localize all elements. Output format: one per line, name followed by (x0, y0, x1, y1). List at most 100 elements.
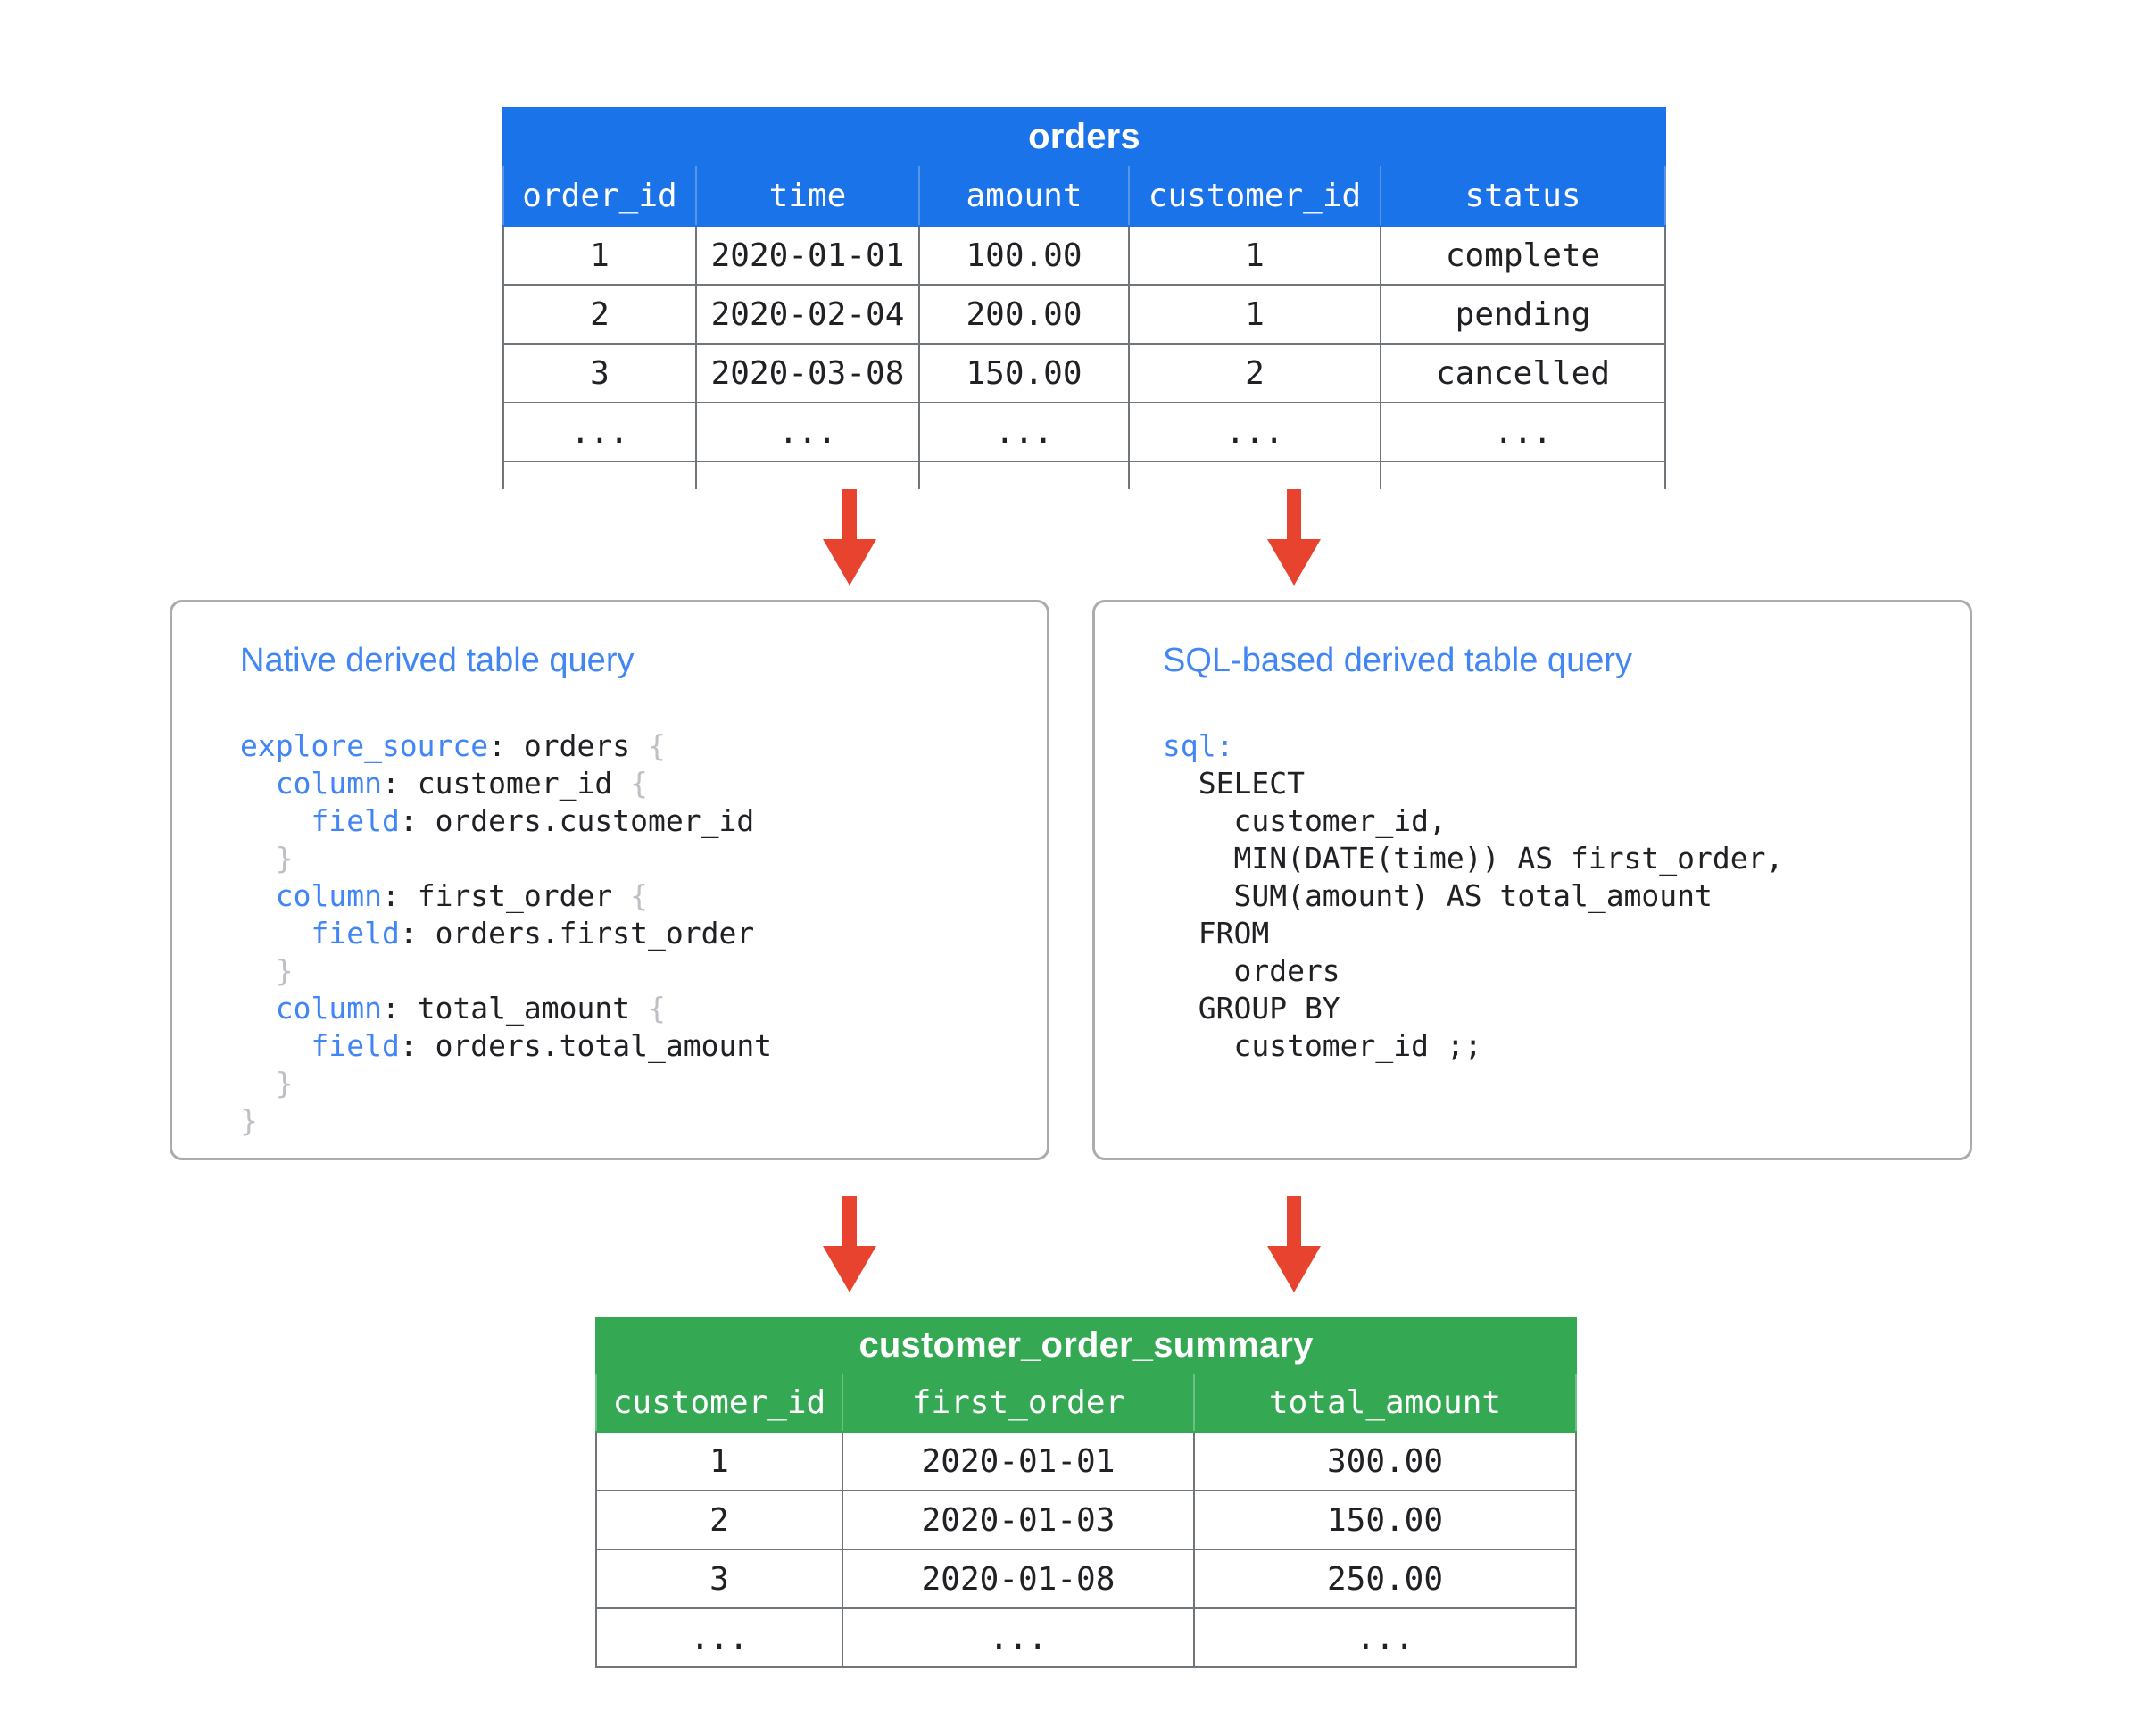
cell-total-amount: 300.00 (1193, 1431, 1577, 1491)
table-row: 1 2020-01-01 100.00 1 complete (502, 225, 1667, 286)
cell-ellipsis: ... (1128, 402, 1381, 462)
code-line: } (240, 1102, 772, 1140)
cell-order-id: 1 (502, 225, 697, 286)
code-keyword: field (311, 803, 400, 838)
code-line: } (240, 952, 772, 990)
code-text: : orders.first_order (399, 916, 755, 951)
column-header-time: time (695, 164, 920, 227)
code-brace: { (647, 728, 666, 763)
cell-customer-id: 1 (1128, 225, 1381, 286)
code-line: customer_id ;; (1163, 1027, 1783, 1065)
cell-customer-id: 3 (595, 1549, 843, 1609)
code-line: GROUP BY (1163, 990, 1783, 1027)
orders-table-title-row: orders (502, 107, 1667, 166)
code-text (240, 1028, 311, 1063)
cell-customer-id: 1 (1128, 284, 1381, 345)
customer-order-summary-table: customer_order_summary customer_id first… (595, 1317, 1577, 1668)
cell-order-id: 2 (502, 284, 697, 345)
cell-order-id: 3 (502, 343, 697, 403)
orders-table-body: 1 2020-01-01 100.00 1 complete 2 2020-02… (502, 225, 1667, 489)
code-line: explore_source: orders { (240, 727, 772, 765)
code-text (240, 803, 311, 838)
cell-ellipsis: ... (918, 402, 1130, 462)
code-line: field: orders.customer_id (240, 802, 772, 840)
down-arrow-icon (823, 489, 876, 586)
code-line: column: customer_id { (240, 765, 772, 802)
code-brace: } (275, 953, 294, 988)
code-text: customer_id ;; (1163, 1028, 1482, 1063)
code-text: MIN(DATE(time)) AS first_order, (1163, 841, 1784, 876)
table-row: 3 2020-01-08 250.00 (595, 1549, 1577, 1609)
code-keyword: : (1215, 728, 1234, 763)
cell-total-amount: 250.00 (1193, 1549, 1577, 1609)
code-brace: } (240, 1103, 258, 1138)
code-brace: { (630, 766, 648, 801)
cell-empty (1128, 461, 1381, 489)
cell-customer-id: 2 (595, 1490, 843, 1550)
native-card-title: Native derived table query (240, 642, 635, 679)
code-keyword: column (275, 991, 382, 1026)
code-line: } (240, 840, 772, 877)
table-row: 2 2020-01-03 150.00 (595, 1490, 1577, 1550)
code-keyword: column (275, 766, 382, 801)
code-text (240, 991, 276, 1026)
cell-time: 2020-02-04 (695, 284, 920, 345)
code-text: SELECT (1163, 766, 1305, 801)
cell-time: 2020-01-01 (695, 225, 920, 286)
cell-amount: 100.00 (918, 225, 1130, 286)
code-text: : first_order (381, 878, 631, 913)
cell-first-order: 2020-01-08 (842, 1549, 1195, 1609)
cell-status: cancelled (1379, 343, 1667, 403)
cell-empty (1379, 461, 1667, 489)
code-line: FROM (1163, 915, 1783, 952)
column-header-amount: amount (918, 164, 1130, 227)
code-text: : customer_id (381, 766, 631, 801)
code-line: SUM(amount) AS total_amount (1163, 877, 1783, 915)
cell-ellipsis: ... (502, 402, 697, 462)
column-header-customer-id: customer_id (1128, 164, 1381, 227)
code-text (240, 841, 276, 876)
down-arrow-icon (1267, 1196, 1321, 1292)
orders-table-header-row: order_id time amount customer_id status (502, 164, 1667, 227)
code-line: orders (1163, 952, 1783, 990)
cell-first-order: 2020-01-03 (842, 1490, 1195, 1550)
table-row: 1 2020-01-01 300.00 (595, 1431, 1577, 1491)
cell-ellipsis: ... (1193, 1607, 1577, 1668)
code-line: column: total_amount { (240, 990, 772, 1027)
code-brace: } (275, 1066, 294, 1101)
code-text: GROUP BY (1163, 991, 1340, 1026)
code-line: SELECT (1163, 765, 1783, 802)
code-text: : orders.customer_id (399, 803, 755, 838)
code-text (240, 878, 276, 913)
code-text (240, 953, 276, 988)
cell-empty (502, 461, 697, 489)
sql-derived-table-card: SQL-based derived table query sql: SELEC… (1092, 600, 1972, 1160)
summary-table-body: 1 2020-01-01 300.00 2 2020-01-03 150.00 … (595, 1431, 1577, 1668)
native-derived-table-card: Native derived table query explore_sourc… (170, 600, 1049, 1160)
code-line: field: orders.first_order (240, 915, 772, 952)
down-arrow-icon (823, 1196, 876, 1292)
column-header-customer-id: customer_id (595, 1372, 843, 1433)
orders-source-table: orders order_id time amount customer_id … (502, 107, 1667, 489)
cell-amount: 150.00 (918, 343, 1130, 403)
code-text (240, 766, 276, 801)
sql-code-block: sql: SELECT customer_id, MIN(DATE(time))… (1163, 727, 1783, 1065)
code-text: : total_amount (381, 991, 648, 1026)
code-keyword: column (275, 878, 382, 913)
code-text: SUM(amount) AS total_amount (1163, 878, 1713, 913)
cell-ellipsis: ... (1379, 402, 1667, 462)
code-text: : orders (488, 728, 648, 763)
cell-ellipsis: ... (842, 1607, 1195, 1668)
cell-customer-id: 2 (1128, 343, 1381, 403)
cell-time: 2020-03-08 (695, 343, 920, 403)
table-row: 3 2020-03-08 150.00 2 cancelled (502, 343, 1667, 403)
column-header-first-order: first_order (842, 1372, 1195, 1433)
code-brace: { (630, 878, 648, 913)
column-header-order-id: order_id (502, 164, 697, 227)
cell-first-order: 2020-01-01 (842, 1431, 1195, 1491)
orders-table-title: orders (502, 107, 1667, 166)
code-brace: { (647, 991, 666, 1026)
summary-table-title-row: customer_order_summary (595, 1317, 1577, 1374)
cell-customer-id: 1 (595, 1431, 843, 1491)
code-keyword: field (311, 1028, 400, 1063)
